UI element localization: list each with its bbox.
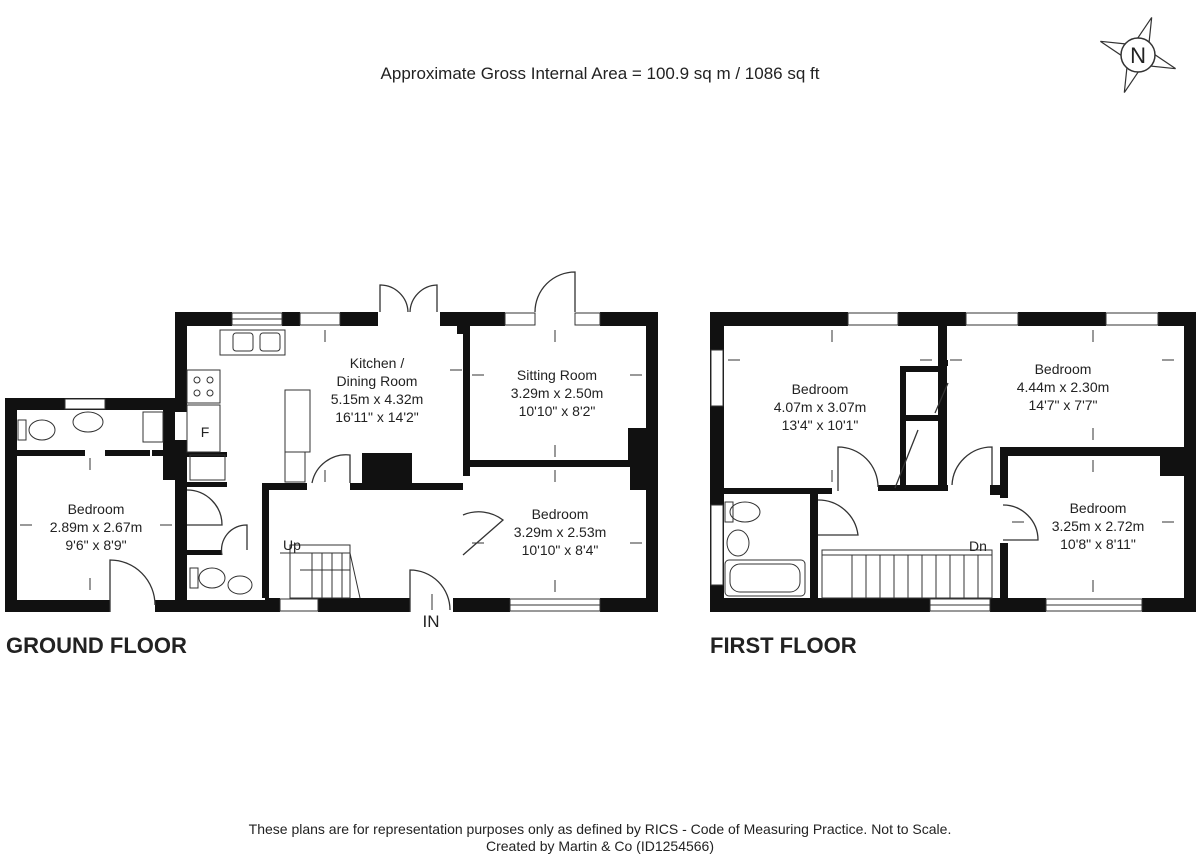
first-floor-walls <box>710 312 1196 612</box>
ground-floor-doors <box>109 271 576 612</box>
fridge-marker: F <box>201 424 210 440</box>
room-metric: 3.29m x 2.53m <box>514 524 607 540</box>
room-ground-bedroom-2: Bedroom 3.29m x 2.53m 10'10" x 8'4" <box>514 506 607 558</box>
ground-floor-windows <box>64 312 601 612</box>
room-imperial: 14'7" x 7'7" <box>1029 397 1098 413</box>
room-metric: 4.07m x 3.07m <box>774 399 867 415</box>
first-floor-doors <box>817 382 1039 541</box>
first-floor-label: FIRST FLOOR <box>710 633 857 658</box>
room-name: Bedroom <box>68 501 125 517</box>
room-metric: 3.29m x 2.50m <box>511 385 604 401</box>
room-name: Bedroom <box>1035 361 1092 377</box>
first-floor-windows <box>710 312 1159 612</box>
first-floor-fixtures <box>724 501 993 599</box>
room-first-bedroom-3: Bedroom 3.25m x 2.72m 10'8" x 8'11" <box>1052 500 1145 552</box>
room-metric: 3.25m x 2.72m <box>1052 518 1145 534</box>
stairs-up-marker: Up <box>283 537 301 553</box>
room-name-line1: Kitchen / <box>350 355 405 371</box>
ground-floor-dimension-arrows <box>20 330 642 610</box>
room-name: Bedroom <box>792 381 849 397</box>
room-imperial: 10'10" x 8'4" <box>522 542 599 558</box>
ground-floor-walls <box>5 312 658 612</box>
room-name: Bedroom <box>532 506 589 522</box>
room-name: Sitting Room <box>517 367 597 383</box>
room-imperial: 9'6" x 8'9" <box>65 537 126 553</box>
disclaimer-text: These plans are for representation purpo… <box>248 821 952 837</box>
room-metric: 5.15m x 4.32m <box>331 391 424 407</box>
room-imperial: 16'11" x 14'2" <box>335 409 419 425</box>
room-imperial: 13'4" x 10'1" <box>782 417 859 433</box>
ground-floor-label: GROUND FLOOR <box>6 633 187 658</box>
gross-internal-area: Approximate Gross Internal Area = 100.9 … <box>380 64 820 83</box>
room-ground-sitting: Sitting Room 3.29m x 2.50m 10'10" x 8'2" <box>511 367 604 419</box>
compass-icon: N <box>1100 17 1176 93</box>
first-floor-dimension-arrows <box>728 330 1174 592</box>
room-ground-bedroom-1: Bedroom 2.89m x 2.67m 9'6" x 8'9" <box>50 501 143 553</box>
room-imperial: 10'10" x 8'2" <box>519 403 596 419</box>
room-metric: 4.44m x 2.30m <box>1017 379 1110 395</box>
room-metric: 2.89m x 2.67m <box>50 519 143 535</box>
entrance-marker: IN <box>423 612 440 631</box>
room-name-line2: Dining Room <box>337 373 418 389</box>
stairs-down-marker: Dn <box>969 538 987 554</box>
room-ground-kitchen: Kitchen / Dining Room 5.15m x 4.32m 16'1… <box>331 355 424 425</box>
room-name: Bedroom <box>1070 500 1127 516</box>
room-first-bedroom-1: Bedroom 4.07m x 3.07m 13'4" x 10'1" <box>774 381 867 433</box>
compass-north-letter: N <box>1130 43 1146 68</box>
room-imperial: 10'8" x 8'11" <box>1060 536 1136 552</box>
ground-floor-fixtures <box>17 329 361 599</box>
credit-text: Created by Martin & Co (ID1254566) <box>486 838 714 854</box>
room-first-bedroom-2: Bedroom 4.44m x 2.30m 14'7" x 7'7" <box>1017 361 1110 413</box>
